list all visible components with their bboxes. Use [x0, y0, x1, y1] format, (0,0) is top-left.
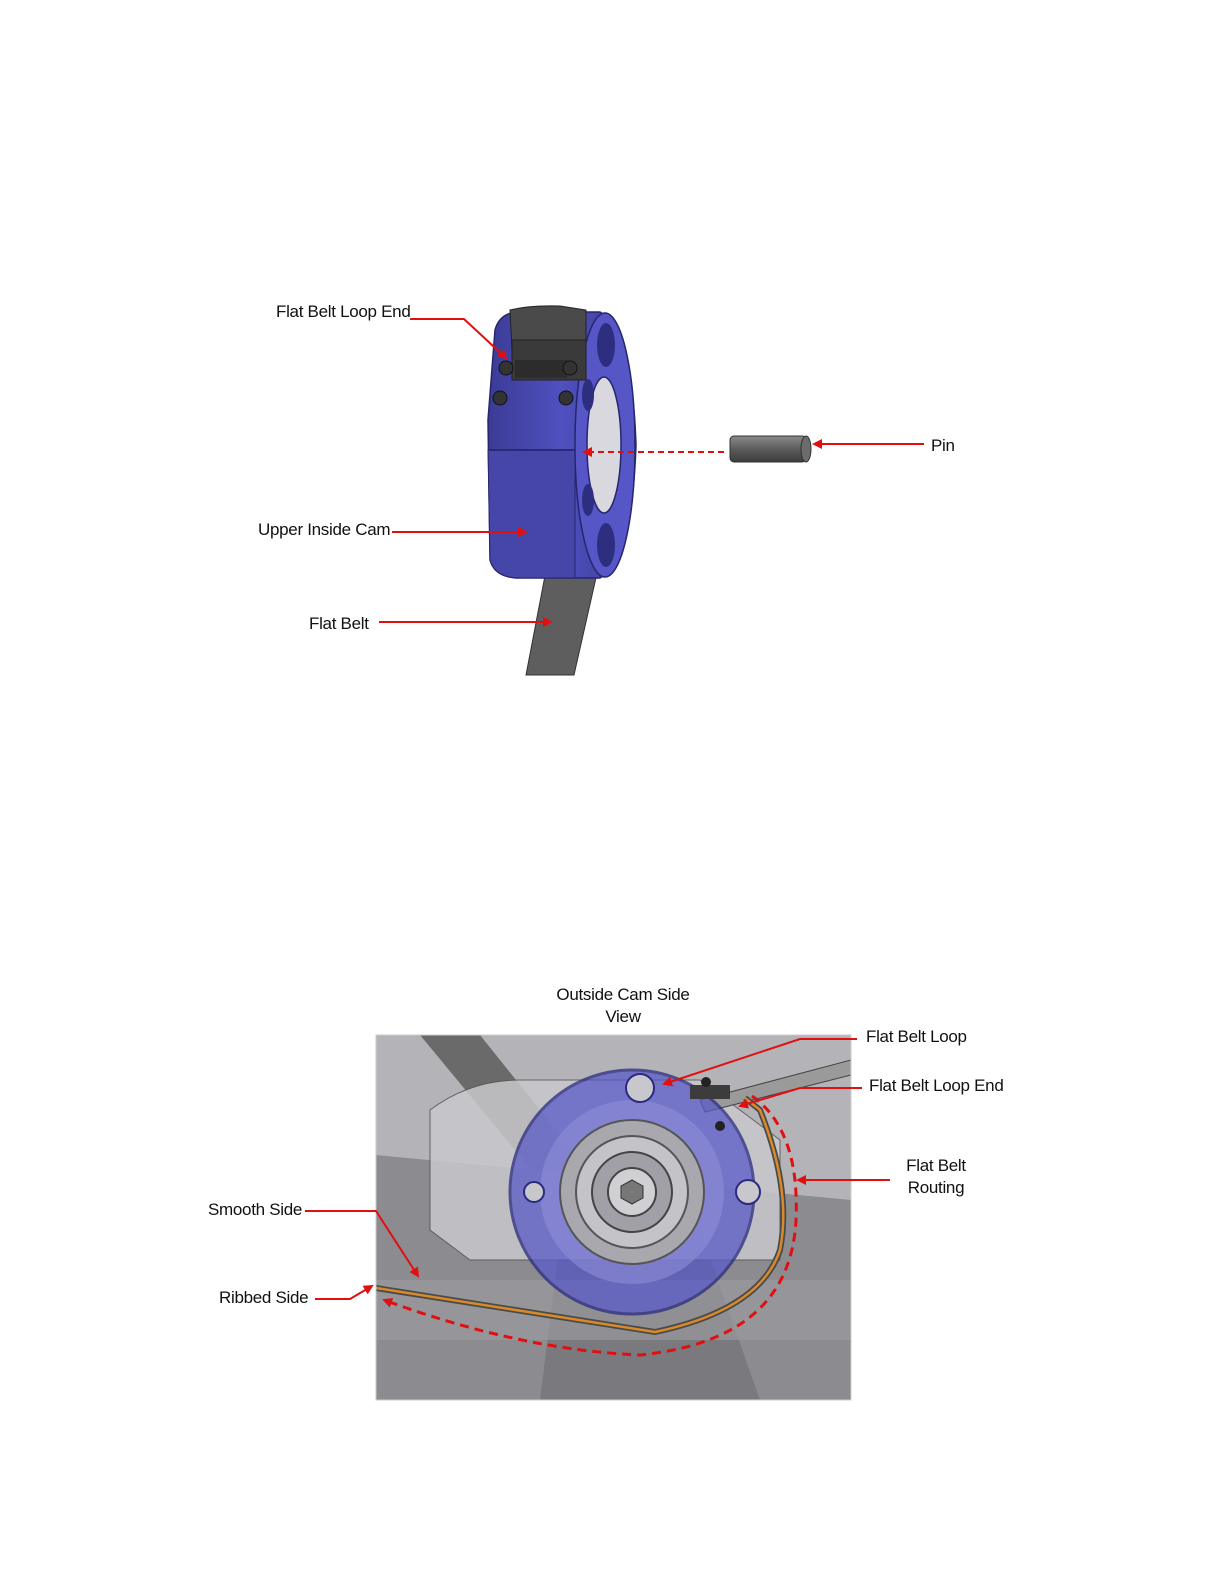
figure-2-illustration — [376, 1035, 851, 1400]
label-flat-belt-loop-end-2: Flat Belt Loop End — [869, 1075, 1003, 1097]
pin-part — [730, 436, 811, 462]
label-smooth-side: Smooth Side — [208, 1199, 302, 1221]
view-title-line-1: Outside Cam Side — [540, 984, 706, 1006]
callout-flat-belt-loop-end — [410, 319, 506, 358]
routing-line-2: Routing — [895, 1177, 977, 1199]
label-ribbed-side: Ribbed Side — [219, 1287, 308, 1309]
label-flat-belt: Flat Belt — [309, 613, 369, 635]
label-upper-inside-cam: Upper Inside Cam — [258, 519, 390, 541]
label-flat-belt-loop: Flat Belt Loop — [866, 1026, 967, 1048]
callout-ribbed-side — [315, 1286, 372, 1299]
label-flat-belt-routing: Flat Belt Routing — [895, 1155, 977, 1199]
routing-line-1: Flat Belt — [895, 1155, 977, 1177]
figure-2-view-title: Outside Cam Side View — [540, 984, 706, 1028]
view-title-line-2: View — [540, 1006, 706, 1028]
label-flat-belt-loop-end: Flat Belt Loop End — [276, 301, 410, 323]
label-pin: Pin — [931, 435, 955, 457]
